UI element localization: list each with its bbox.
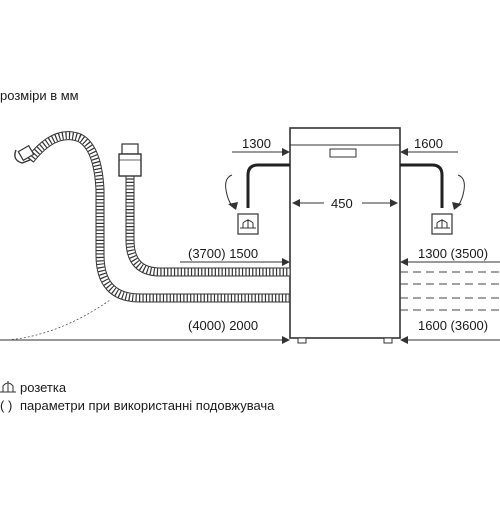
right-power-cable xyxy=(400,163,465,210)
legend-paren-symbol: ( ) xyxy=(0,398,13,413)
legend-socket-label: розетка xyxy=(20,380,67,395)
right-upper-label: 1300 (3500) xyxy=(418,246,489,261)
legend-socket-icon xyxy=(0,381,16,393)
side-gap-arrows xyxy=(232,148,458,156)
width-dimension xyxy=(292,199,398,207)
drain-hose-icon xyxy=(14,131,290,303)
right-lower-label: 1600 (3600) xyxy=(418,318,489,333)
width-label: 450 xyxy=(331,196,353,211)
hose-dimension-lines xyxy=(0,258,290,344)
units-note: розміри в мм xyxy=(0,88,79,103)
left-side-gap-label: 1300 xyxy=(242,136,271,151)
left-hose-upper-label: (3700) 1500 xyxy=(188,246,259,261)
right-dashed-lines xyxy=(400,258,500,344)
left-hose-lower-label: (4000) 2000 xyxy=(188,318,259,333)
socket-icon xyxy=(431,213,453,235)
right-side-gap-label: 1600 xyxy=(414,136,443,151)
left-power-cable xyxy=(225,163,290,210)
inlet-hose-icon xyxy=(125,175,290,277)
socket-icon xyxy=(237,213,259,235)
aquastop-valve-icon xyxy=(118,143,142,177)
legend-paren-label: параметри при використанні подовжувача xyxy=(20,398,275,413)
dishwasher-outline xyxy=(289,127,401,344)
